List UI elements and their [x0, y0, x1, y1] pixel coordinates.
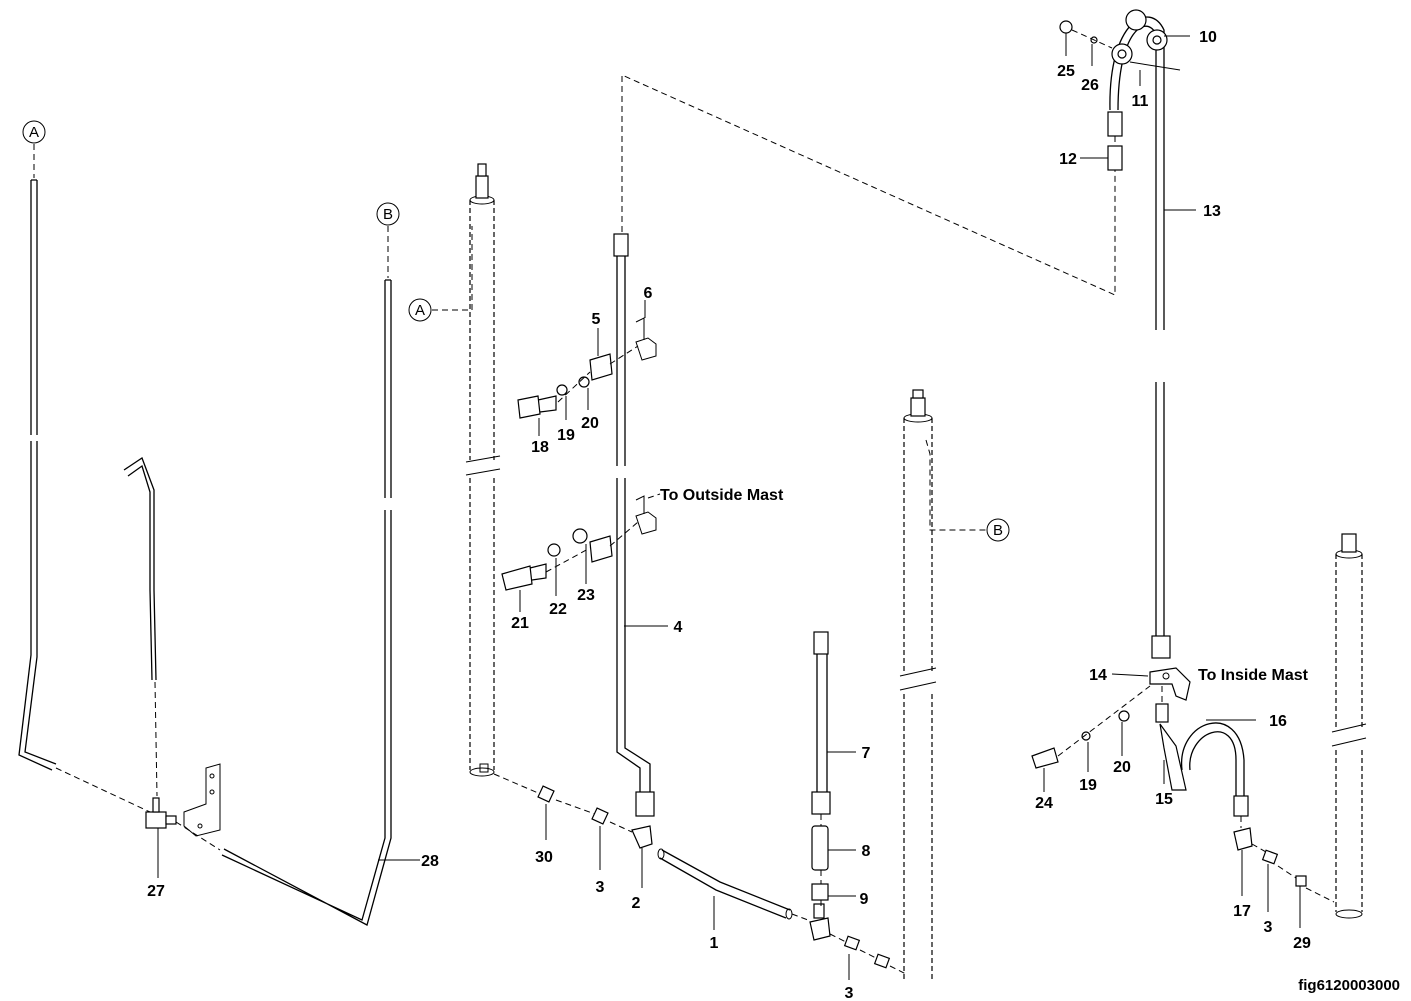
- fittings-row-left: [537, 785, 653, 888]
- callout-14: 14: [1089, 667, 1107, 684]
- callout-19-upper: 19: [557, 427, 575, 444]
- tube-28: B: [221, 202, 420, 926]
- callout-11: 11: [1132, 93, 1149, 110]
- callout-3-right: 3: [1264, 919, 1273, 936]
- callout-16: 16: [1269, 713, 1287, 730]
- callout-6: 6: [644, 285, 653, 302]
- callout-3-bottom: 3: [845, 985, 854, 1001]
- callout-26: 26: [1081, 77, 1099, 94]
- callout-7: 7: [862, 745, 871, 762]
- sheave-hose-13: [1059, 9, 1196, 659]
- callout-29: 29: [1293, 935, 1311, 952]
- clamp-bracket-upper: [517, 300, 657, 436]
- callout-30: 30: [535, 849, 553, 866]
- callout-20-right: 20: [1113, 759, 1131, 776]
- callout-21: 21: [511, 615, 529, 632]
- connector-a-mast: A: [415, 302, 425, 319]
- callout-27: 27: [147, 883, 165, 900]
- connector-a-top: A: [29, 124, 39, 141]
- figure-id: fig6120003000: [1298, 977, 1400, 994]
- callout-8: 8: [862, 843, 871, 860]
- callout-18: 18: [531, 439, 549, 456]
- callout-13: 13: [1203, 203, 1221, 220]
- callout-22: 22: [549, 601, 567, 618]
- note-to-inside-mast: To Inside Mast: [1198, 667, 1309, 684]
- mast-middle: B: [899, 389, 1010, 982]
- hose-4: [613, 74, 1116, 817]
- tee-fitting-bottom: [809, 903, 907, 980]
- callout-23: 23: [577, 587, 595, 604]
- callout-9: 9: [860, 891, 869, 908]
- callout-10: 10: [1199, 29, 1217, 46]
- tee-fitting-27: [145, 763, 221, 878]
- mast-right: [1331, 533, 1367, 919]
- callout-labels: 1 2 3 3 3 4 5 6 7 8 9 10 11 12 13 14 15 …: [147, 29, 1311, 1001]
- callout-19-right: 19: [1079, 777, 1097, 794]
- mast-left: A: [408, 163, 546, 797]
- clamp-bracket-lower: [501, 493, 661, 612]
- callout-2: 2: [632, 895, 641, 912]
- callout-1: 1: [710, 935, 719, 952]
- callout-4: 4: [674, 619, 683, 636]
- bent-tube: [123, 457, 158, 797]
- callout-3-left: 3: [596, 879, 605, 896]
- callout-12: 12: [1059, 151, 1077, 168]
- callout-20-upper: 20: [581, 415, 599, 432]
- callout-25: 25: [1057, 63, 1075, 80]
- hose-1: [657, 848, 809, 930]
- callout-28: 28: [421, 853, 439, 870]
- callout-17: 17: [1233, 903, 1251, 920]
- callout-15: 15: [1155, 791, 1173, 808]
- connector-b-mast: B: [993, 522, 1003, 539]
- right-lower-fittings: [1031, 667, 1335, 928]
- callout-24: 24: [1035, 795, 1053, 812]
- hose-7-assembly: [811, 631, 856, 908]
- connector-b-top: B: [383, 206, 393, 223]
- tube-a-assembly: A: [18, 120, 151, 813]
- callout-5: 5: [592, 311, 601, 328]
- note-to-outside-mast: To Outside Mast: [660, 487, 784, 504]
